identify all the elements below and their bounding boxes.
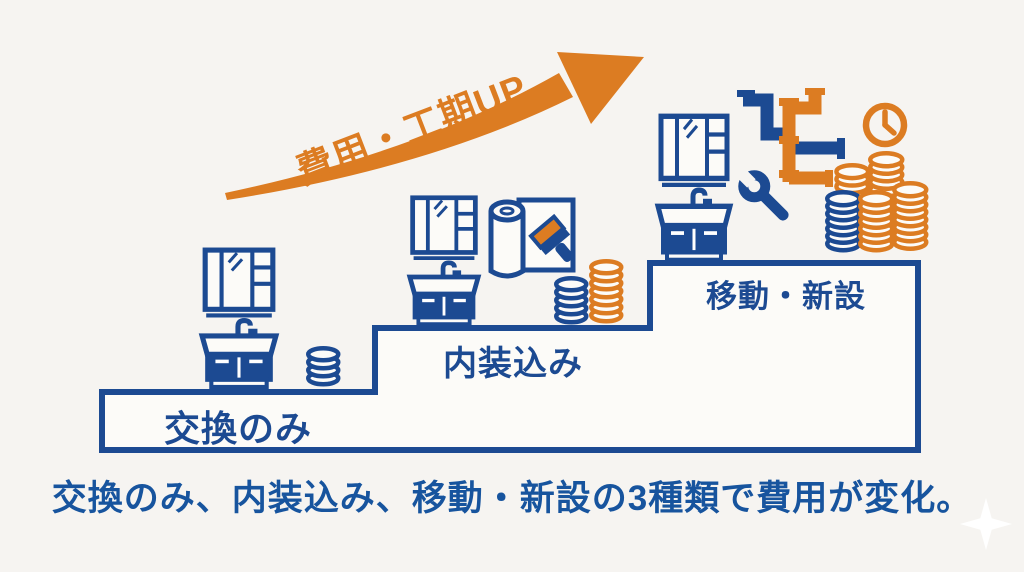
step-label-with-interior: 内装込み <box>443 345 583 383</box>
coin-stack-icon <box>858 190 895 253</box>
caption-text: 交換のみ、内装込み、移動・新設の3種類で費用が変化。 <box>51 479 973 518</box>
coin <box>589 259 624 276</box>
coin <box>554 276 589 293</box>
paint-brush-icon <box>528 213 574 262</box>
coin <box>825 190 862 208</box>
coin <box>858 190 895 208</box>
coin-stack-icon <box>554 276 589 325</box>
step-label-replace-only: 交換のみ <box>163 408 312 449</box>
wrench-icon <box>737 169 789 221</box>
coin <box>868 151 905 169</box>
coin-stack-icon <box>589 259 624 324</box>
coin-stack-icon <box>825 190 862 253</box>
arrow-head <box>557 52 644 124</box>
clock-icon <box>862 102 908 148</box>
coin-stack-icon <box>306 346 341 387</box>
vanity-icon <box>198 247 280 389</box>
staircase-shape <box>99 260 921 453</box>
pipes-icon <box>737 88 845 187</box>
wallpaper-roll-icon <box>488 197 576 279</box>
step-label-move-new: 移動・新設 <box>706 279 866 314</box>
arrow-swoosh <box>225 73 573 200</box>
vanity-icon <box>654 113 734 262</box>
coin-stack-icon <box>892 181 929 251</box>
coin <box>834 163 871 181</box>
coin <box>892 181 929 199</box>
coin <box>306 346 341 363</box>
vanity-icon <box>406 195 482 326</box>
